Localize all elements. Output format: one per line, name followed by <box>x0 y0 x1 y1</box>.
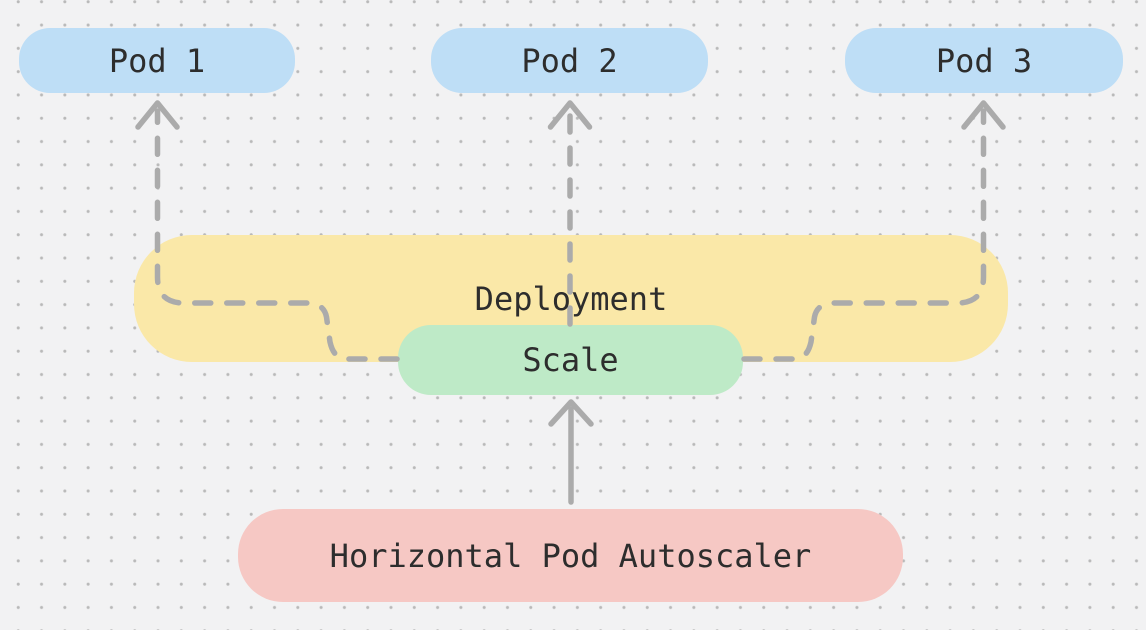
arrowhead-scale-icon <box>548 399 594 427</box>
scale-label: Scale <box>522 341 619 379</box>
pod-3-label: Pod 3 <box>935 41 1033 80</box>
deployment-label: Deployment <box>474 279 668 318</box>
pod-2-label: Pod 2 <box>521 41 618 80</box>
scale-box <box>398 325 743 395</box>
pod-1-label: Pod 1 <box>108 41 206 80</box>
arrowhead-pod2-icon <box>547 100 593 130</box>
edge-scale-to-pod3 <box>741 108 987 362</box>
pod-1-box <box>19 28 295 93</box>
arrowhead-pod3-icon <box>961 100 1006 130</box>
hpa-label: Horizontal Pod Autoscaler <box>329 536 812 575</box>
pod-3-box <box>845 28 1123 93</box>
pod-2-box <box>431 28 708 93</box>
edge-scale-to-pod1 <box>154 108 400 362</box>
hpa-box <box>238 509 903 602</box>
arrowhead-pod1-icon <box>135 100 180 130</box>
